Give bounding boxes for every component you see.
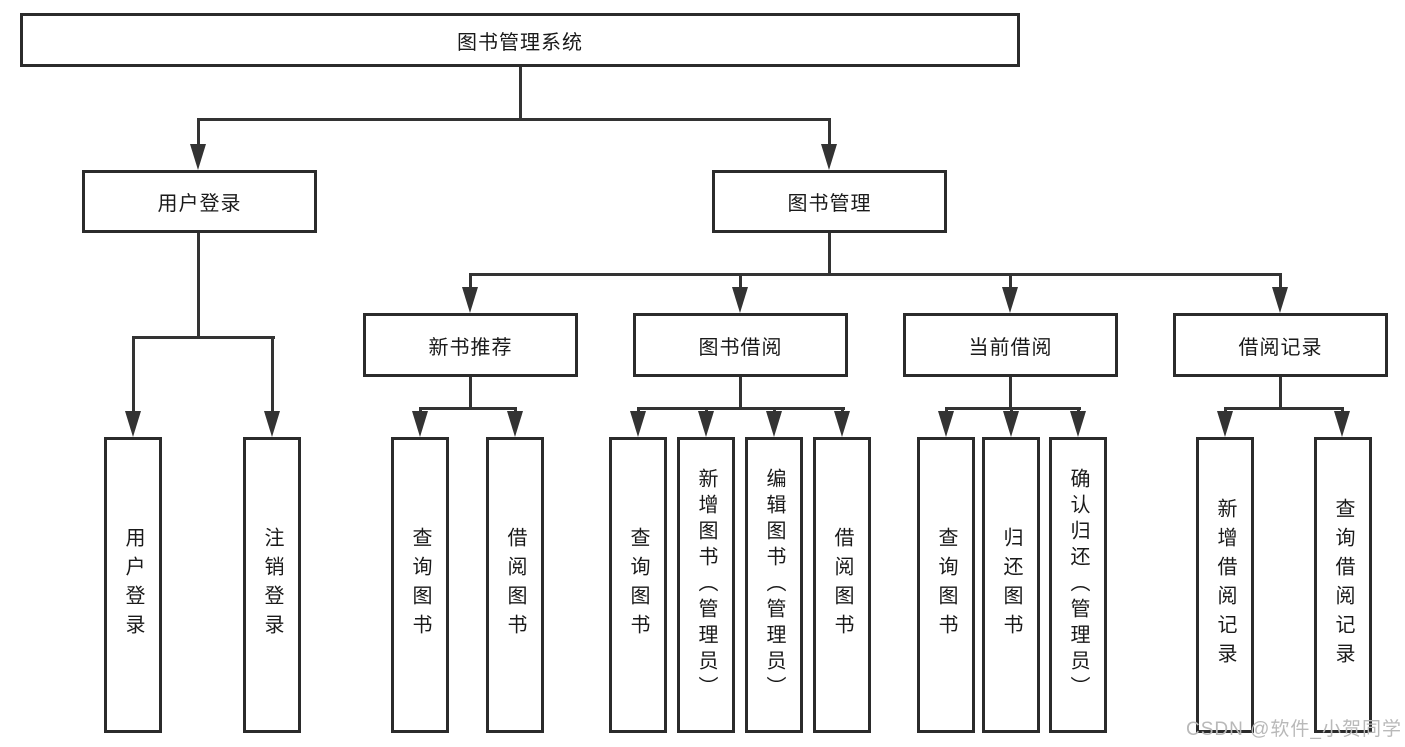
node-borrow-records: 借阅记录 xyxy=(1173,313,1388,377)
leaf-query-books-current: 查询图书 xyxy=(917,437,975,733)
connector-vline xyxy=(1279,377,1282,407)
connector-vline xyxy=(197,118,200,147)
leaf-label: 新增图书（管理员） xyxy=(695,468,717,702)
leaf-label: 借阅图书 xyxy=(831,527,853,643)
arrow-down-icon xyxy=(732,287,748,313)
leaf-label: 查询图书 xyxy=(627,527,649,643)
leaf-label: 归还图书 xyxy=(1000,527,1022,643)
leaf-query-borrow-record: 查询借阅记录 xyxy=(1314,437,1372,733)
arrow-down-icon xyxy=(1217,411,1233,437)
leaf-label: 借阅图书 xyxy=(504,527,526,643)
leaf-logout: 注销登录 xyxy=(243,437,301,733)
connector-vline xyxy=(739,377,742,407)
connector-hline xyxy=(945,407,1081,410)
connector-hline xyxy=(637,407,845,410)
node-book-borrow: 图书借阅 xyxy=(633,313,848,377)
node-label: 图书管理系统 xyxy=(457,31,583,54)
arrow-down-icon xyxy=(1003,411,1019,437)
arrow-down-icon xyxy=(190,144,206,170)
leaf-return-books: 归还图书 xyxy=(982,437,1040,733)
arrow-down-icon xyxy=(412,411,428,437)
leaf-borrow-books: 借阅图书 xyxy=(813,437,871,733)
node-current-borrow: 当前借阅 xyxy=(903,313,1118,377)
connector-vline xyxy=(132,336,135,415)
arrow-down-icon xyxy=(938,411,954,437)
connector-vline xyxy=(519,67,522,118)
node-label: 新书推荐 xyxy=(428,336,513,359)
node-new-book-recommend: 新书推荐 xyxy=(363,313,578,377)
arrow-down-icon xyxy=(766,411,782,437)
arrow-down-icon xyxy=(1272,287,1288,313)
connector-hline xyxy=(197,118,831,121)
arrow-down-icon xyxy=(462,287,478,313)
arrow-down-icon xyxy=(630,411,646,437)
arrow-down-icon xyxy=(834,411,850,437)
connector-vline xyxy=(739,273,742,289)
arrow-down-icon xyxy=(264,411,280,437)
connector-vline xyxy=(271,336,274,415)
leaf-label: 新增借阅记录 xyxy=(1214,498,1236,672)
arrow-down-icon xyxy=(1002,287,1018,313)
arrow-down-icon xyxy=(125,411,141,437)
connector-vline xyxy=(1009,273,1012,289)
node-label: 图书管理 xyxy=(787,193,872,215)
connector-hline xyxy=(132,336,275,339)
node-label: 当前借阅 xyxy=(968,336,1053,359)
arrow-down-icon xyxy=(507,411,523,437)
node-label: 用户登录 xyxy=(157,193,242,215)
arrow-down-icon xyxy=(1070,411,1086,437)
node-book-management: 图书管理 xyxy=(712,170,947,233)
leaf-label: 查询图书 xyxy=(409,527,431,643)
leaf-label: 注销登录 xyxy=(261,527,283,643)
leaf-add-borrow-record: 新增借阅记录 xyxy=(1196,437,1254,733)
leaf-confirm-return-admin: 确认归还（管理员） xyxy=(1049,437,1107,733)
leaf-query-books-recommend: 查询图书 xyxy=(391,437,449,733)
leaf-label: 确认归还（管理员） xyxy=(1067,468,1089,702)
connector-hline xyxy=(1224,407,1344,410)
leaf-label: 用户登录 xyxy=(122,527,144,643)
csdn-watermark: CSDN @软件_小贺同学 xyxy=(1186,719,1402,740)
connector-vline xyxy=(828,118,831,147)
connector-hline xyxy=(419,407,517,410)
connector-vline xyxy=(1009,377,1012,407)
leaf-label: 查询图书 xyxy=(935,527,957,643)
arrow-down-icon xyxy=(1334,411,1350,437)
node-library-system: 图书管理系统 xyxy=(20,13,1020,67)
leaf-add-books-admin: 新增图书（管理员） xyxy=(677,437,735,733)
connector-hline xyxy=(469,273,1282,276)
leaf-label: 查询借阅记录 xyxy=(1332,498,1354,672)
connector-vline xyxy=(828,233,831,273)
connector-vline xyxy=(469,377,472,407)
leaf-edit-books-admin: 编辑图书（管理员） xyxy=(745,437,803,733)
node-user-login: 用户登录 xyxy=(82,170,317,233)
leaf-user-login: 用户登录 xyxy=(104,437,162,733)
node-label: 图书借阅 xyxy=(698,336,783,359)
connector-vline xyxy=(1279,273,1282,289)
leaf-query-books-borrow: 查询图书 xyxy=(609,437,667,733)
node-label: 借阅记录 xyxy=(1238,336,1323,359)
connector-vline xyxy=(197,233,200,337)
connector-vline xyxy=(469,273,472,289)
leaf-borrow-books-recommend: 借阅图书 xyxy=(486,437,544,733)
arrow-down-icon xyxy=(698,411,714,437)
arrow-down-icon xyxy=(821,144,837,170)
leaf-label: 编辑图书（管理员） xyxy=(763,468,785,702)
